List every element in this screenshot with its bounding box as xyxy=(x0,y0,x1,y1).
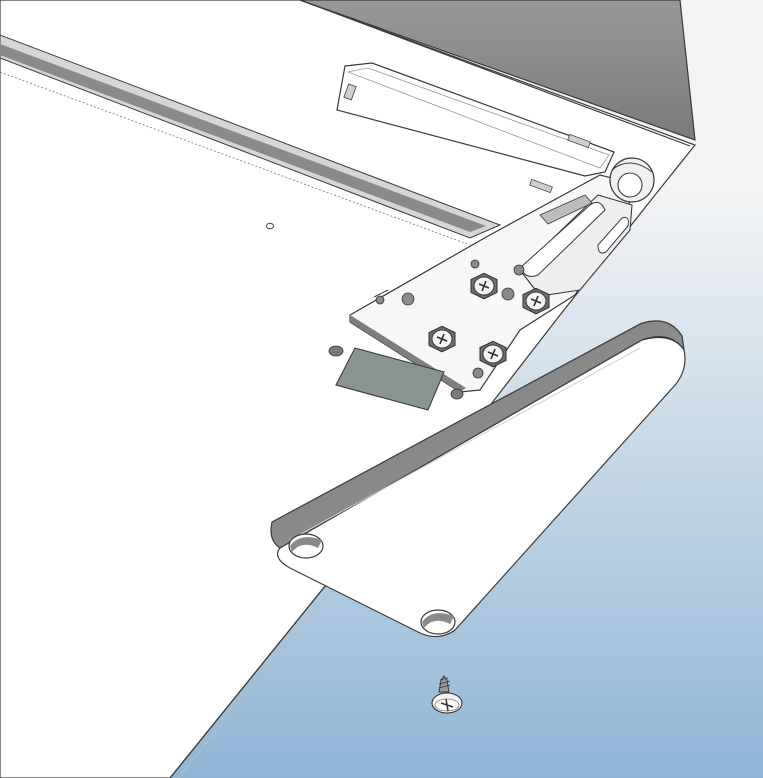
foot-bracket xyxy=(270,320,686,638)
panel-face xyxy=(0,0,696,778)
pivot-inner xyxy=(617,172,643,198)
hex-screw-icon xyxy=(470,272,498,300)
access-cover-plate xyxy=(336,62,615,194)
hex-screw-icon xyxy=(522,287,550,315)
appliance-body xyxy=(0,0,696,778)
hex-screw-icon xyxy=(428,325,456,353)
hex-screw-icon xyxy=(479,340,507,368)
bracket-hole xyxy=(472,367,484,379)
bracket-hole xyxy=(401,292,415,306)
panel-hole xyxy=(450,388,464,400)
hinge-slot-2 xyxy=(597,216,629,254)
panel-hole xyxy=(328,345,344,357)
panel-lower-edge-inner xyxy=(177,583,337,778)
panel-side-face xyxy=(299,0,696,141)
hex-screw-group xyxy=(428,272,550,368)
bracket-hole xyxy=(501,287,515,301)
rubber-pad xyxy=(335,347,445,411)
foot-bracket-face xyxy=(277,337,686,638)
tapping-screw xyxy=(431,675,463,714)
bracket-hole xyxy=(470,259,480,269)
bracket-hole xyxy=(513,264,525,276)
panel-lower-edge xyxy=(169,579,331,778)
bracket-hole xyxy=(375,295,385,305)
hinge-slot xyxy=(519,201,606,277)
panel-hole xyxy=(266,222,274,230)
panel-edge-line xyxy=(299,0,691,147)
front-rail-shadow xyxy=(0,44,486,232)
phillips-recess-icon xyxy=(440,698,454,712)
rail-dotted-line xyxy=(0,71,471,246)
